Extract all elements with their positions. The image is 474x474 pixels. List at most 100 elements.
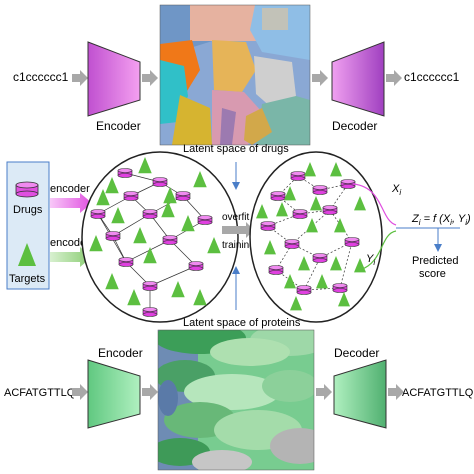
target-encoder-arrow — [50, 247, 92, 267]
drug-node-icon — [292, 209, 308, 219]
top-decoder-block — [331, 41, 385, 117]
drug-node-icon — [290, 171, 306, 181]
drug-node-icon — [123, 191, 139, 201]
trained-graph-nodes — [256, 162, 366, 311]
target-node-icon — [290, 296, 302, 311]
target-node-icon — [89, 235, 103, 252]
target-node-icon — [171, 281, 185, 298]
initial-graph-nodes — [89, 157, 221, 317]
legend-box — [6, 161, 50, 290]
target-node-icon — [163, 187, 177, 204]
target-node-icon — [316, 274, 328, 289]
arrow-icon — [142, 70, 158, 86]
drug-node-icon — [268, 265, 284, 275]
drug-node-icon — [142, 307, 158, 317]
target-node-icon — [330, 162, 342, 177]
target-node-icon — [161, 201, 175, 218]
drug-cylinder-icon — [15, 181, 39, 198]
latent-drugs-label: Latent space of drugs — [183, 143, 289, 155]
target-triangle-icon — [18, 243, 36, 266]
top-encoder-block — [87, 41, 141, 117]
target-node-icon — [334, 218, 346, 233]
target-node-icon — [298, 256, 310, 271]
target-node-icon — [306, 218, 318, 233]
drug-node-icon — [152, 177, 168, 187]
target-node-icon — [193, 289, 207, 306]
drug-node-icon — [344, 237, 360, 247]
yi-label: Yi — [366, 253, 375, 267]
arrow-icon — [142, 384, 158, 400]
drug-node-icon — [322, 205, 338, 215]
bottom-decoder-block — [333, 359, 387, 429]
target-node-icon — [256, 204, 268, 219]
target-node-icon — [181, 215, 195, 232]
target-node-icon — [138, 157, 152, 174]
arrow-icon — [72, 384, 88, 400]
arrow-icon — [388, 384, 404, 400]
arrow-icon — [316, 384, 332, 400]
latent-proteins-label: Latent space of proteins — [183, 317, 301, 329]
target-node-icon — [143, 247, 157, 264]
drug-node-icon — [332, 283, 348, 293]
drug-node-icon — [117, 168, 133, 178]
drug-node-icon — [284, 239, 300, 249]
xi-curve — [353, 183, 397, 226]
drug-node-icon — [162, 235, 178, 245]
xi-label: Xi — [391, 183, 401, 197]
top-output-smiles: c1cccccc1 — [404, 70, 460, 84]
overfit-training-arrow — [222, 222, 254, 238]
arrow-icon — [386, 70, 402, 86]
bottom-encoder-block — [87, 359, 141, 429]
target-node-icon — [96, 189, 110, 206]
legend-drugs-label: Drugs — [13, 204, 43, 216]
bottom-output-sequence: ACFATGTTLQ — [402, 387, 474, 399]
top-decoder-label: Decoder — [332, 119, 377, 133]
training-label: training — [222, 240, 255, 251]
bottom-encoder-label: Encoder — [98, 346, 143, 360]
drug-encoder-arrow — [50, 193, 92, 213]
bottom-decoder-label: Decoder — [334, 346, 379, 360]
target-node-icon — [304, 162, 316, 177]
drug-node-icon — [340, 179, 356, 189]
target-node-icon — [354, 196, 366, 211]
drug-node-icon — [312, 185, 328, 195]
drug-node-icon — [118, 257, 134, 267]
legend-targets-label: Targets — [9, 273, 46, 285]
target-node-icon — [193, 171, 207, 188]
protein-latent-image-border — [157, 329, 315, 471]
formula-label: Zi = f (Xi, Yi) — [411, 213, 471, 227]
top-input-smiles: c1cccccc1 — [13, 70, 69, 84]
drug-latent-image-border — [159, 4, 311, 146]
drug-node-icon — [90, 209, 106, 219]
target-node-icon — [207, 237, 221, 254]
top-encoder-label: Encoder — [96, 119, 141, 133]
target-node-icon — [133, 227, 147, 244]
drug-node-icon — [105, 231, 121, 241]
protein-latent-image — [158, 330, 314, 470]
drug-node-icon — [260, 221, 276, 231]
score-label: score — [419, 268, 446, 280]
predicted-label: Predicted — [412, 255, 458, 267]
yi-curve — [359, 230, 397, 271]
trained-latent-ellipse — [249, 151, 383, 323]
target-node-icon — [264, 240, 276, 255]
target-node-icon — [338, 292, 350, 307]
target-node-icon — [284, 186, 296, 201]
arrow-icon — [72, 70, 88, 86]
target-node-icon — [284, 274, 296, 289]
drug-latent-image — [160, 5, 310, 145]
target-node-icon — [105, 177, 119, 194]
target-node-icon — [127, 289, 141, 306]
drug-node-icon — [142, 281, 158, 291]
drug-node-icon — [312, 253, 328, 263]
initial-latent-ellipse — [81, 151, 239, 323]
target-node-icon — [111, 207, 125, 224]
target-encoder-arrow-label: encoder — [50, 237, 90, 249]
target-node-icon — [276, 202, 288, 217]
drug-node-icon — [296, 285, 312, 295]
target-node-icon — [310, 196, 322, 211]
overfit-label: overfit — [222, 212, 249, 223]
drug-node-icon — [142, 209, 158, 219]
